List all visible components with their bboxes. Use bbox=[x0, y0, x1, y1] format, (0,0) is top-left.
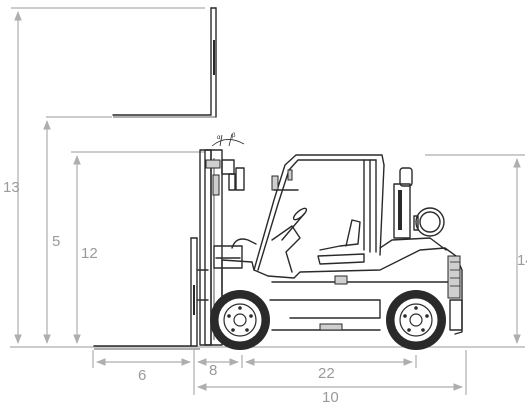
lowered-fork bbox=[93, 237, 200, 350]
tilt-indicator: α β bbox=[211, 133, 245, 147]
raised-fork bbox=[112, 7, 217, 118]
label-free-lift: 5 bbox=[52, 233, 60, 250]
dim-mast-height-lowered: 12 bbox=[71, 151, 205, 344]
tilt-backward-mark: β bbox=[232, 133, 236, 139]
label-overall-length: 10 bbox=[322, 389, 339, 406]
label-mast-height-lowered: 12 bbox=[81, 245, 98, 262]
dim-wheelbase: 22 bbox=[241, 355, 417, 382]
dim-overhead-guard-height: 14 bbox=[425, 154, 527, 344]
dim-load-center-to-axle: 8 bbox=[193, 350, 239, 395]
label-wheelbase: 22 bbox=[318, 365, 335, 382]
seat-and-steering bbox=[271, 207, 365, 273]
label-fork-length: 6 bbox=[138, 367, 146, 384]
dim-overall-lift-height: 13 bbox=[3, 7, 205, 344]
label-overall-lift-height: 13 bbox=[3, 179, 20, 196]
counterweight bbox=[379, 167, 447, 251]
label-overhead-guard-height: 14 bbox=[517, 252, 527, 269]
overhead-guard bbox=[253, 154, 385, 271]
chassis bbox=[213, 238, 463, 336]
label-load-center-to-axle: 8 bbox=[209, 362, 217, 379]
tilt-forward-mark: α bbox=[217, 135, 221, 141]
front-wheel bbox=[210, 290, 270, 350]
dim-free-lift: 5 bbox=[43, 116, 112, 344]
dim-fork-length: 6 bbox=[92, 350, 191, 384]
rear-wheel bbox=[386, 290, 446, 350]
dim-overall-length: 10 bbox=[197, 350, 467, 406]
forklift bbox=[93, 149, 463, 350]
